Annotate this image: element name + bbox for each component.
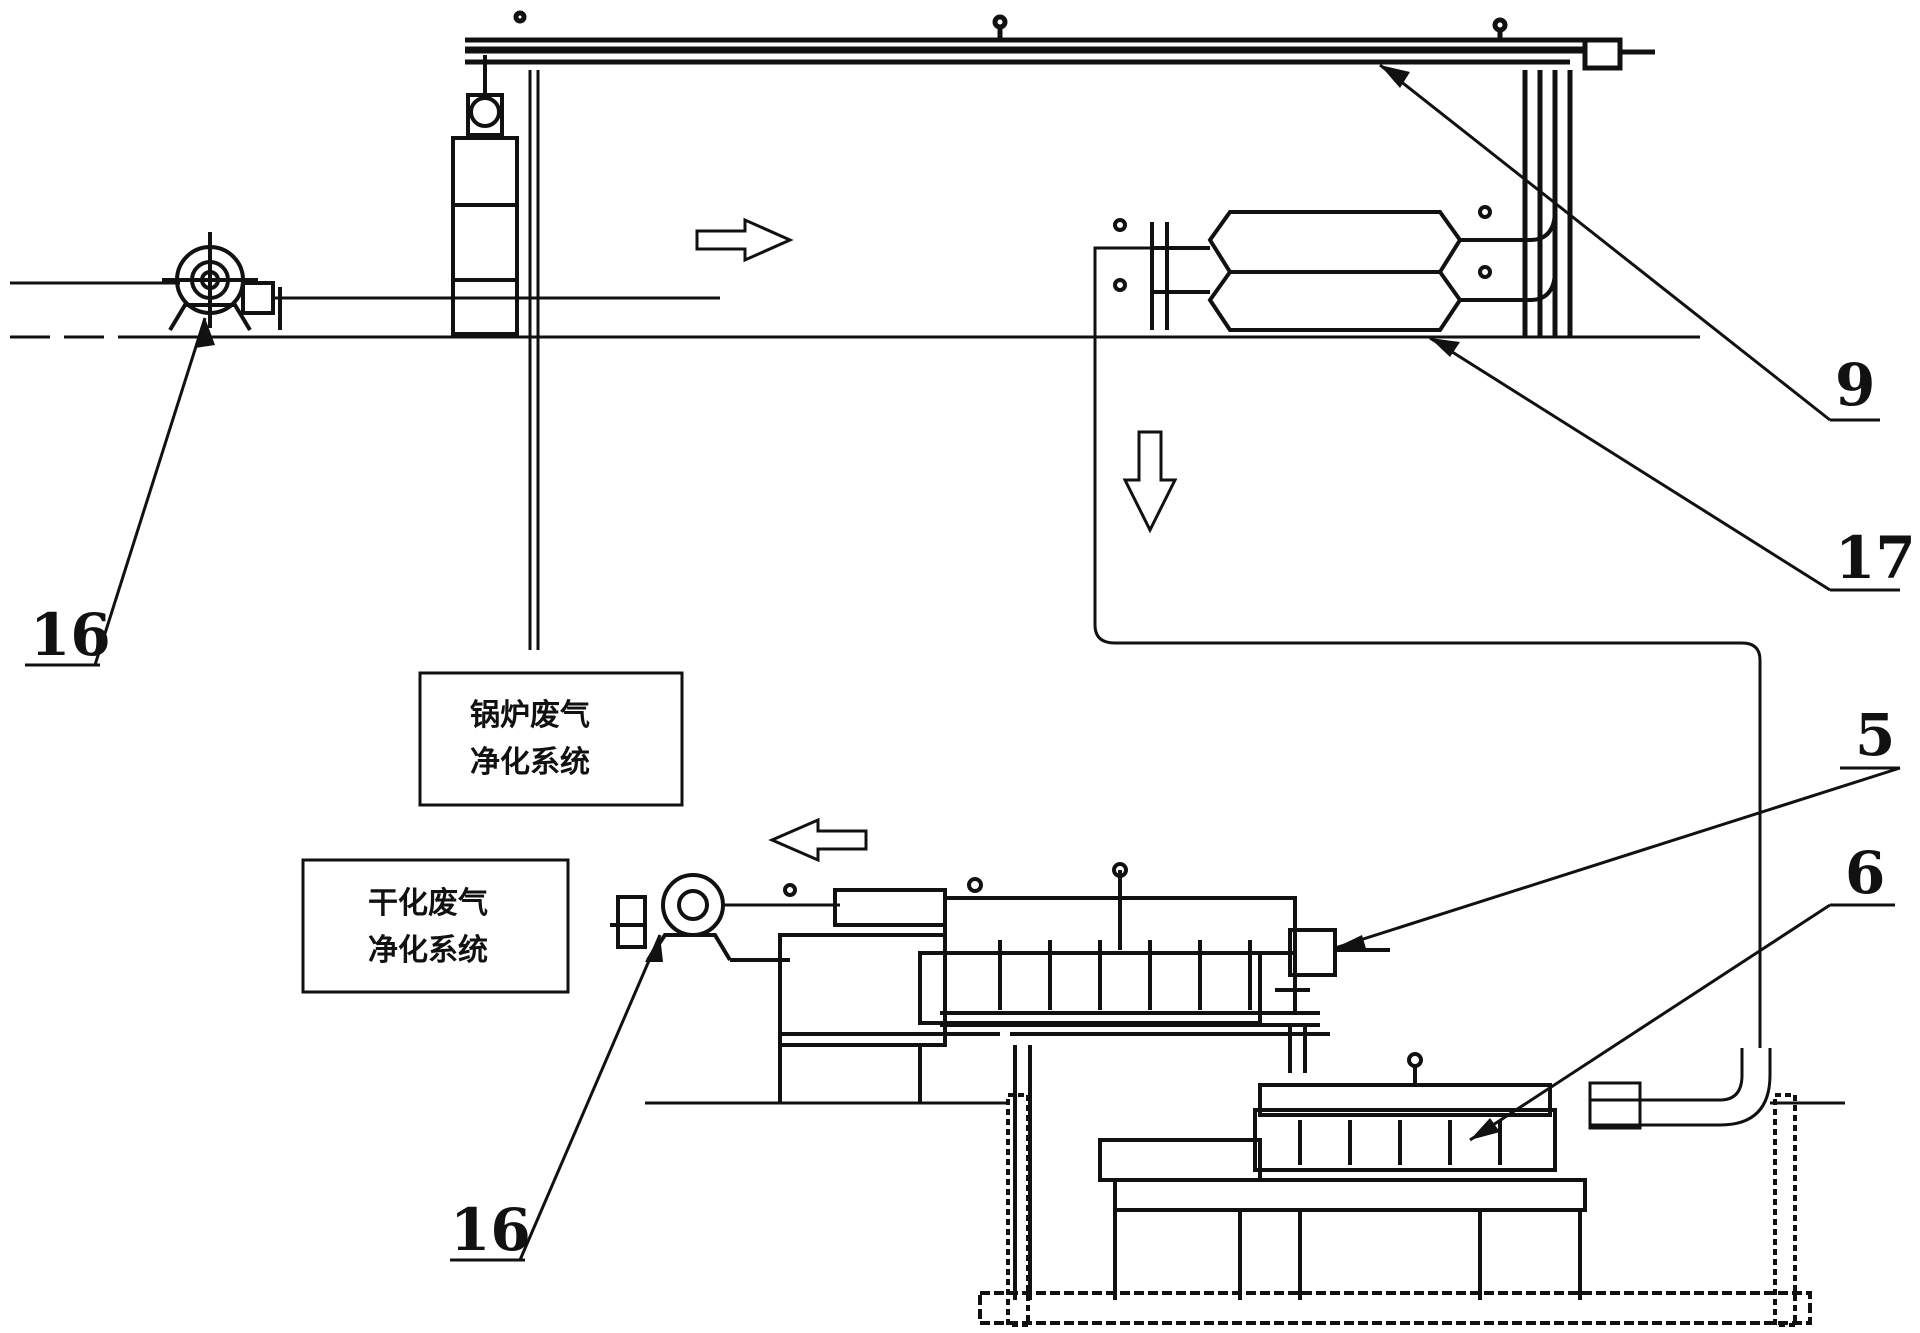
label-fan-top-left: 16 [30,601,111,669]
fan-bottom [610,873,840,962]
leader-arrowheads [195,65,1500,1140]
label-heat-exchanger: 17 [1835,524,1916,592]
flow-arrow-left [768,817,868,863]
drying-box-line2: 净化系统 [368,933,488,968]
overhead-duct [465,10,1655,337]
leader-lines [25,63,1901,1262]
boiler-purification-box [418,671,684,807]
drying-box-line1: 干化废气 [368,886,488,921]
label-upper-dryer: 5 [1855,701,1895,769]
upper-dryer [778,862,1390,1300]
boiler-box-line2: 净化系统 [470,745,590,780]
return-pipe [1093,246,1772,1130]
flow-arrow-down [1122,430,1178,534]
flow-arrow-right [695,217,794,263]
fan-top-left [162,232,720,332]
pit [978,1093,1812,1327]
label-fan-bottom: 16 [450,1196,531,1264]
label-lower-dryer: 6 [1845,839,1885,907]
boiler-column [451,55,540,650]
label-overhead-duct: 9 [1835,351,1875,419]
lower-dryer [1098,1052,1587,1300]
boiler-box-line1: 锅炉废气 [470,698,590,733]
heat-exchanger [1113,200,1557,332]
drying-purification-box [301,858,570,994]
ground-line-upper [10,281,1700,339]
